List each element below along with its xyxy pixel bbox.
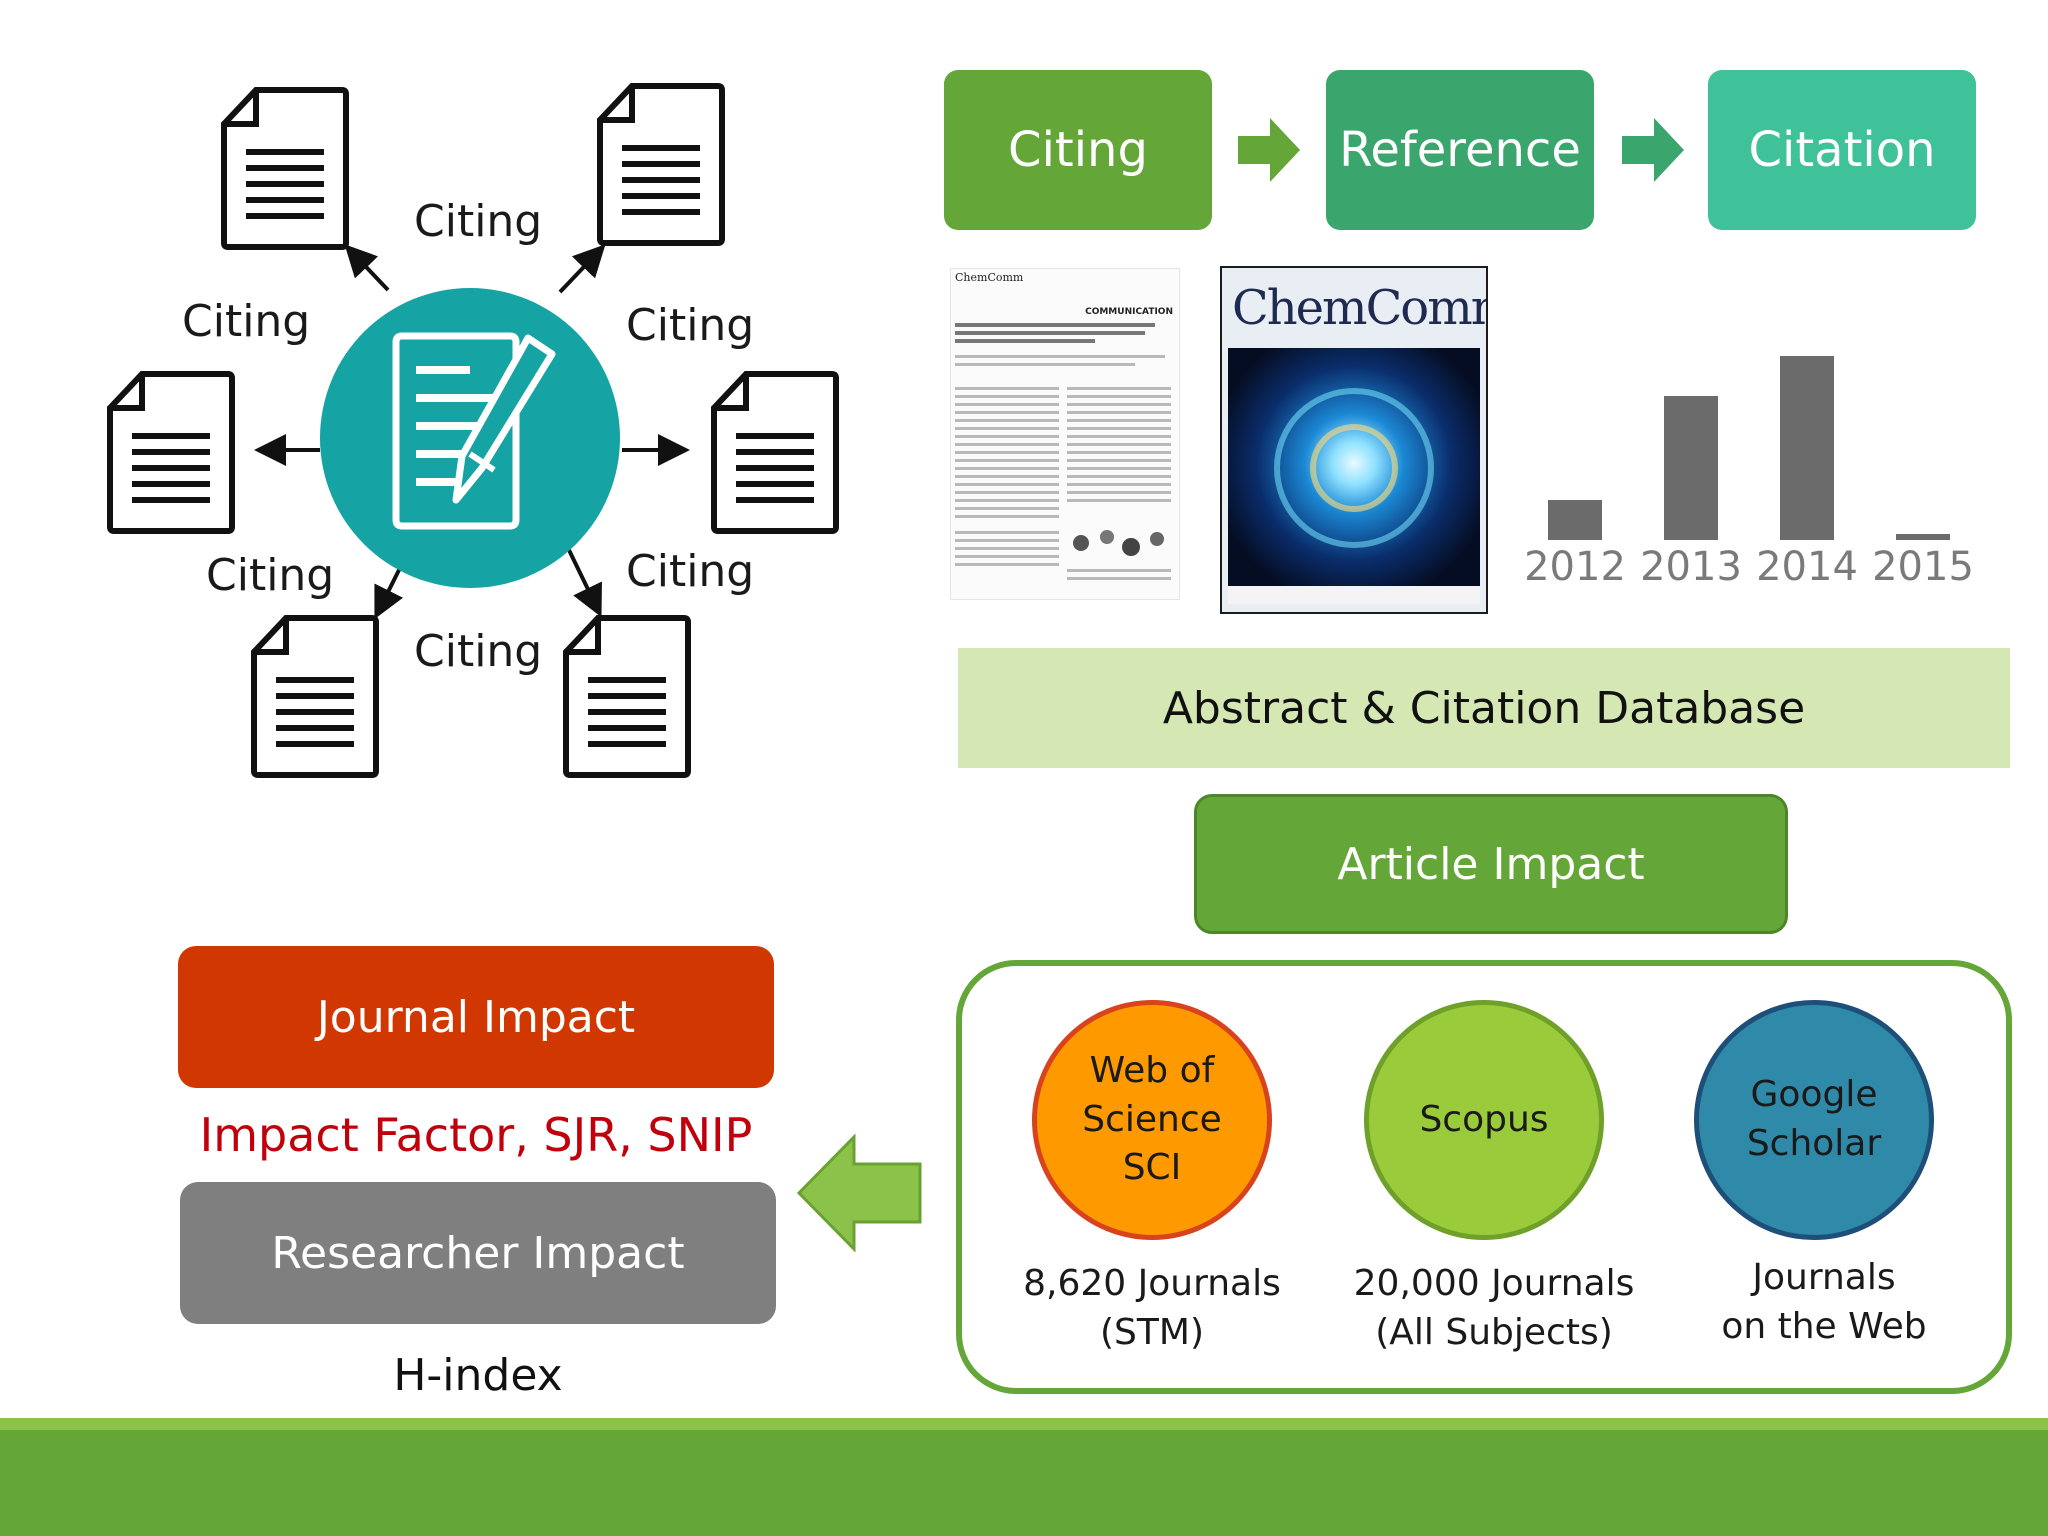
caption-line: (STM) [1100, 1311, 1204, 1353]
db-name-line: SCI [1122, 1147, 1182, 1189]
cover-art [1228, 348, 1480, 588]
flow-step-reference: Reference [1326, 70, 1594, 230]
citing-label: Citing [206, 550, 335, 601]
citing-label: Citing [414, 196, 543, 247]
arrow-right-icon [1238, 118, 1300, 182]
researcher-impact-box: Researcher Impact [180, 1182, 776, 1324]
paper-brand: ChemComm [955, 271, 1024, 284]
citation-bar-chart: 2012 2013 2014 2015 [1520, 320, 1980, 590]
citing-label: Citing [626, 546, 755, 597]
article-thumbnail: ChemComm COMMUNICATION [950, 268, 1180, 600]
bar-2013 [1664, 396, 1718, 540]
document-icon [221, 87, 349, 250]
db-name-line: Web of [1089, 1050, 1215, 1092]
edit-document-icon [392, 332, 556, 530]
document-icon [107, 371, 235, 534]
db-name-line: Scholar [1746, 1123, 1882, 1164]
paper-kind: COMMUNICATION [1085, 307, 1173, 317]
bar-2014 [1780, 356, 1834, 540]
wos-caption: 8,620 Journals (STM) [992, 1260, 1312, 1357]
caption-line: 20,000 Journals [1353, 1263, 1635, 1304]
citing-label: Citing [414, 626, 543, 677]
tick-label: 2014 [1756, 544, 1858, 590]
document-icon [597, 83, 725, 246]
tick-label: 2015 [1872, 544, 1974, 590]
web-of-science-circle: Web of Science SCI [1032, 1000, 1272, 1240]
researcher-metric: H-index [393, 1350, 563, 1401]
document-icon [563, 615, 691, 778]
molecule-figure [1073, 530, 1164, 556]
database-banner: Abstract & Citation Database [958, 648, 2010, 768]
google-scholar-caption: Journals on the Web [1664, 1254, 1984, 1351]
google-scholar-circle: Google Scholar [1694, 1000, 1934, 1240]
article-impact-box: Article Impact [1194, 794, 1788, 934]
citing-hub [320, 288, 620, 588]
scopus-caption: 20,000 Journals (All Subjects) [1334, 1260, 1654, 1357]
arrow-left-icon [796, 1134, 922, 1252]
db-name-line: Google [1750, 1074, 1878, 1116]
footer-band [0, 1430, 2048, 1536]
footer-stripe [0, 1418, 2048, 1430]
db-name-line: Science [1082, 1098, 1222, 1140]
journal-cover: ChemComm [1220, 266, 1488, 614]
scopus-circle: Scopus [1364, 1000, 1604, 1240]
caption-line: Journals [1752, 1257, 1896, 1298]
document-icon [251, 615, 379, 778]
citing-label: Citing [182, 296, 311, 347]
document-icon [711, 371, 839, 534]
arrow-right-icon [1622, 118, 1684, 182]
flow-step-citing: Citing [944, 70, 1212, 230]
tick-label: 2012 [1524, 544, 1626, 590]
caption-line: on the Web [1721, 1305, 1927, 1347]
caption-line: (All Subjects) [1375, 1311, 1613, 1353]
db-name-line: Scopus [1419, 1098, 1549, 1140]
caption-line: 8,620 Journals [1023, 1263, 1281, 1304]
bar-2015 [1896, 534, 1950, 540]
citing-label: Citing [626, 300, 755, 351]
cover-title: ChemComm [1232, 280, 1488, 336]
tick-label: 2013 [1640, 544, 1742, 590]
journal-impact-box: Journal Impact [178, 946, 774, 1088]
journal-metrics: Impact Factor, SJR, SNIP [199, 1108, 753, 1162]
bar-2012 [1548, 500, 1602, 540]
flow-step-citation: Citation [1708, 70, 1976, 230]
